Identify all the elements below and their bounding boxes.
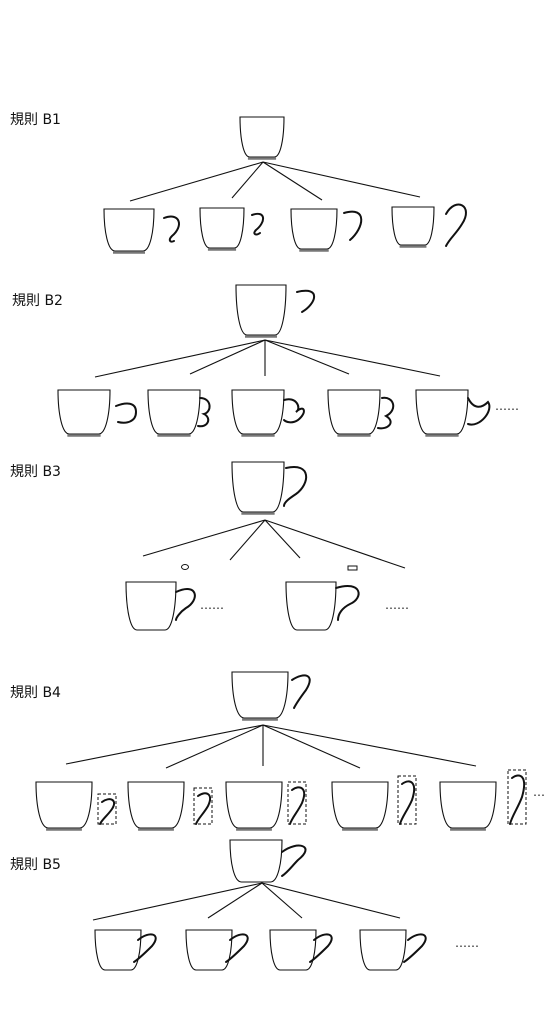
b4-child-1-body: [128, 782, 184, 828]
b2-edge-1: [190, 340, 265, 374]
b1-child-0-body: [104, 209, 154, 251]
b1-child-3-body: [392, 207, 434, 245]
b5-edge-1: [208, 883, 262, 918]
rule-b5-ellipsis: ……: [455, 936, 479, 950]
b1-edge-1: [232, 162, 263, 198]
b2-child-3-body: [328, 390, 380, 434]
b1-parent-body: [240, 117, 284, 157]
b4-edge-0: [66, 725, 263, 764]
b3-child-0-handle: [176, 589, 195, 620]
rule-b4-ellipsis: …: [533, 785, 545, 799]
rule-b2-ellipsis: ……: [495, 399, 519, 413]
b3-child-0-body: [126, 582, 176, 630]
b2-child-3-handle: [378, 398, 393, 429]
b1-child-2-body: [291, 209, 337, 249]
b4-child-0-handle: [100, 799, 114, 824]
b4-parent-handle: [292, 675, 310, 708]
b3-parent-handle: [284, 467, 306, 506]
b2-child-2-body: [232, 390, 284, 434]
b2-child-4-handle: [468, 398, 489, 425]
b2-edge-0: [95, 340, 265, 377]
b2-parent-body: [236, 285, 286, 335]
b4-child-4-body: [440, 782, 496, 828]
b2-parent-handle: [297, 291, 314, 312]
b4-parent-body: [232, 672, 288, 718]
rule-b5-label: 規則 B5: [10, 857, 61, 873]
b4-child-3-body: [332, 782, 388, 828]
b5-child-0-handle: [134, 934, 156, 962]
b4-child-2-handle: [290, 787, 304, 824]
b5-child-3-body: [360, 930, 406, 970]
b3-edge-3: [265, 520, 405, 568]
rule-b2-label: 規則 B2: [12, 293, 63, 309]
b2-edge-4: [265, 340, 440, 376]
b4-edge-1: [166, 725, 263, 768]
b4-child-1-handle: [196, 793, 210, 824]
b4-edge-3: [263, 725, 360, 768]
b2-child-0-body: [58, 390, 110, 434]
rule-b4-label: 規則 B4: [10, 685, 61, 701]
b4-child-4-handle: [510, 775, 524, 824]
b3-lid-1: [348, 566, 357, 570]
b5-parent-body: [230, 840, 282, 882]
b1-edge-2: [263, 162, 322, 200]
b3-parent-body: [232, 462, 284, 512]
b1-child-3-handle: [446, 205, 466, 246]
b5-child-0-body: [95, 930, 141, 970]
b2-edge-3: [265, 340, 349, 374]
b1-edge-3: [263, 162, 420, 197]
b2-child-4-body: [416, 390, 468, 434]
b2-child-0-handle: [116, 404, 136, 423]
b2-child-2-handle: [284, 399, 304, 422]
b3-child-1-handle: [336, 586, 359, 620]
b3-lid-0: [182, 565, 189, 570]
b1-child-2-handle: [344, 212, 361, 240]
b1-child-1-body: [200, 208, 244, 248]
b3-edge-1: [230, 520, 265, 560]
b3-child-1-body: [286, 582, 336, 630]
tree-drawing: [36, 117, 526, 970]
b5-edge-0: [93, 883, 262, 920]
rule-b3-ellipsis-mid: ……: [200, 598, 224, 612]
rule-b3-label: 規則 B3: [10, 464, 61, 480]
b3-edge-0: [143, 520, 265, 556]
rule-b1-label: 規則 B1: [10, 112, 61, 128]
b5-parent-handle: [282, 846, 306, 876]
b1-child-0-handle: [164, 217, 179, 242]
b2-child-1-body: [148, 390, 200, 434]
b4-child-2-body: [226, 782, 282, 828]
b1-child-1-handle: [252, 214, 263, 235]
b5-child-2-body: [270, 930, 316, 970]
b4-child-3-handle: [400, 781, 414, 824]
b4-edge-4: [263, 725, 476, 766]
b4-child-0-body: [36, 782, 92, 828]
rule-b3-ellipsis: ……: [385, 598, 409, 612]
b1-edge-0: [130, 162, 263, 201]
b5-child-3-handle: [404, 934, 426, 962]
b5-child-1-body: [186, 930, 232, 970]
